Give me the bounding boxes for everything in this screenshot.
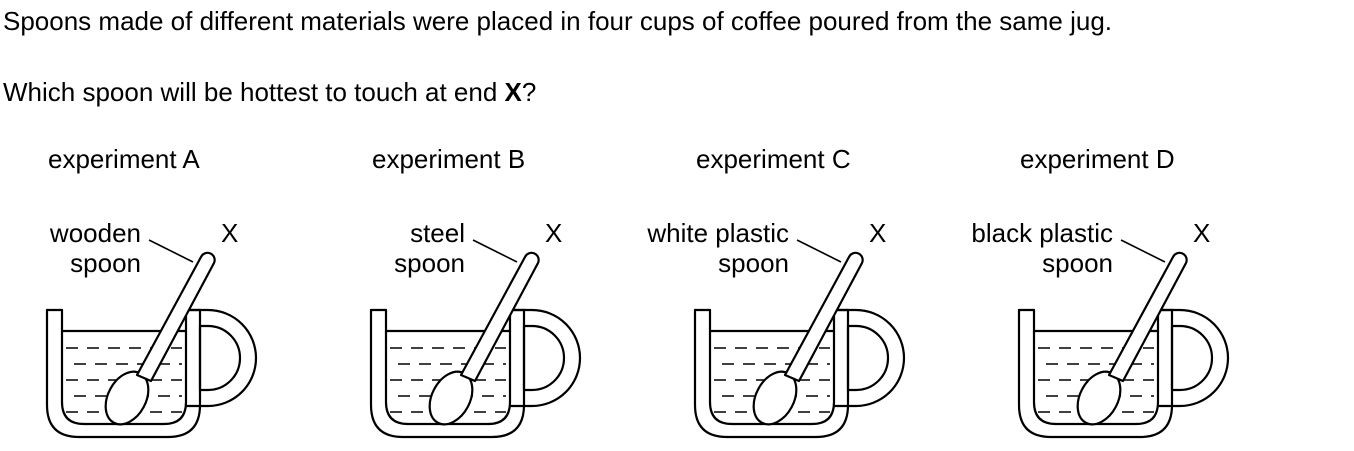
spoon-word-label: spoon — [70, 248, 141, 278]
end-x-label: X — [221, 218, 239, 248]
question-intro: Spoons made of different materials were … — [3, 6, 1112, 36]
spoon-word-label: spoon — [394, 248, 465, 278]
cup-handle-outer — [184, 308, 258, 408]
experiment-title: experiment C — [696, 144, 851, 174]
spoon-material-label: wooden — [49, 218, 141, 248]
spoon-word-label: spoon — [718, 248, 789, 278]
cup-outer-wall — [693, 308, 850, 439]
experiment-title: experiment B — [372, 144, 526, 174]
cup-handle-outer — [832, 308, 906, 408]
spoon — [1076, 251, 1188, 426]
experiment-title: experiment D — [1020, 144, 1175, 174]
cup-outer-wall — [1017, 308, 1174, 439]
prompt-text: Which spoon will be hottest to touch at … — [3, 77, 505, 107]
cup-handle-outer — [508, 308, 582, 408]
label-leader-line — [796, 239, 842, 263]
prompt-end-label: X — [504, 77, 522, 107]
cup-with-spoon-diagram — [369, 239, 582, 439]
spoon-handle — [1107, 251, 1188, 383]
spoon-material-label: black plastic — [971, 218, 1113, 248]
cup-handle-inner — [198, 324, 242, 392]
spoon-label: white plastic spoon — [647, 218, 789, 278]
spoon — [752, 251, 864, 426]
label-leader-line — [472, 239, 518, 263]
question-prompt: Which spoon will be hottest to touch at … — [3, 77, 536, 107]
cup-outer-wall — [369, 308, 526, 439]
cup-handle-inner — [522, 324, 566, 392]
cup-handle-inner — [846, 324, 890, 392]
spoon-handle — [459, 251, 540, 383]
prompt-question-mark: ? — [521, 77, 537, 107]
spoon-label: wooden spoon — [50, 218, 141, 278]
end-x-label: X — [869, 218, 887, 248]
spoon-label: black plastic spoon — [971, 218, 1113, 278]
experiment-title: experiment A — [48, 144, 200, 174]
spoon-material-label: steel — [410, 218, 465, 248]
cup-handle-outer — [1156, 308, 1230, 408]
end-x-label: X — [545, 218, 563, 248]
label-leader-line — [148, 239, 194, 263]
experiment-d-panel: experiment D black plastic spoon X — [971, 0, 1296, 451]
spoon — [428, 251, 540, 426]
cup-handle-inner — [1170, 324, 1214, 392]
spoon — [104, 251, 216, 426]
spoon-label: steel spoon — [394, 218, 465, 278]
cup-with-spoon-diagram — [45, 239, 258, 439]
experiment-a-panel: experiment A wooden spoon X — [0, 0, 324, 451]
spoon-material-label: white plastic — [647, 218, 789, 248]
cup-with-spoon-diagram — [693, 239, 906, 439]
label-leader-line — [1120, 239, 1166, 263]
cup-outer-wall — [45, 308, 202, 439]
spoon-handle — [783, 251, 864, 383]
cup-with-spoon-diagram — [1017, 239, 1230, 439]
spoon-handle — [135, 251, 216, 383]
experiment-c-panel: experiment C white plastic spoon X — [647, 0, 972, 451]
experiment-b-panel: experiment B steel spoon X — [324, 0, 648, 451]
spoon-word-label: spoon — [1042, 248, 1113, 278]
end-x-label: X — [1193, 218, 1211, 248]
